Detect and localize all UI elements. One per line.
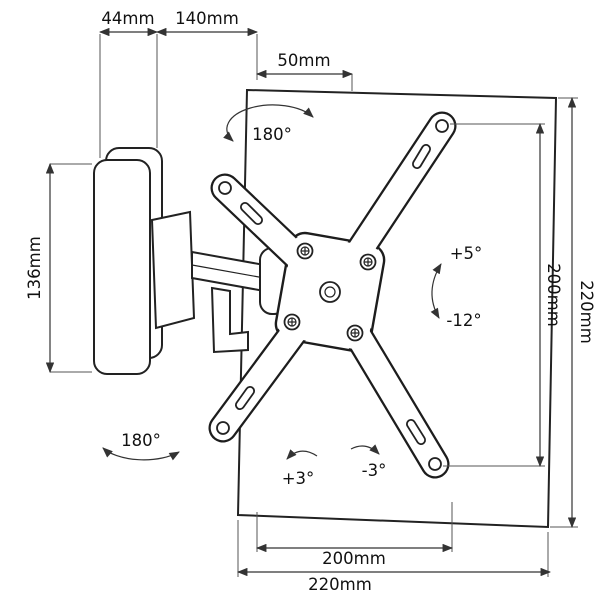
label-swivel-bottom: 180°	[121, 431, 161, 450]
swivel-arrow-bottom	[102, 447, 180, 461]
swivel-arrow-top	[223, 104, 314, 142]
mount-hole	[216, 421, 230, 435]
label-136mm: 136mm	[25, 236, 44, 300]
label-140mm: 140mm	[175, 9, 239, 28]
mount-hole	[428, 457, 442, 471]
tilt-arrow	[430, 263, 442, 319]
label-44mm: 44mm	[101, 9, 154, 28]
cable-hook	[210, 286, 249, 354]
label-tilt-up: +5°	[450, 244, 483, 263]
tv-frame-outline	[236, 88, 558, 529]
dimension-lines	[45, 27, 578, 577]
mount-slots	[235, 144, 431, 445]
label-50mm: 50mm	[277, 51, 330, 70]
label-rotate-minus: -3°	[362, 461, 387, 480]
tv-frame-edge	[236, 88, 558, 529]
rotate-plus-arrow	[286, 449, 318, 460]
wall-plate-front	[93, 159, 151, 375]
wall-plate	[93, 147, 163, 375]
center-hub-inner	[324, 286, 336, 298]
label-200mm-right: 200mm	[544, 263, 563, 327]
arm-bracket	[150, 210, 196, 330]
center-hub	[319, 281, 341, 303]
label-swivel-top: 180°	[252, 125, 292, 144]
label-tilt-down: -12°	[446, 311, 481, 330]
label-220mm-bottom: 220mm	[308, 575, 372, 594]
label-rotate-plus: +3°	[282, 469, 315, 488]
arm-bar-edge	[191, 264, 271, 280]
label-200mm-bottom: 200mm	[322, 549, 386, 568]
vesa-spider-plate	[208, 111, 457, 479]
label-220mm-right: 220mm	[577, 280, 596, 344]
mount-hole	[435, 119, 449, 133]
rotate-minus-arrow	[350, 444, 380, 455]
mount-hole	[218, 181, 232, 195]
dimension-labels: 44mm 140mm 50mm 136mm 200mm 220mm 200mm …	[25, 9, 596, 594]
plate-screws	[283, 242, 377, 342]
angle-arrows	[102, 104, 442, 461]
